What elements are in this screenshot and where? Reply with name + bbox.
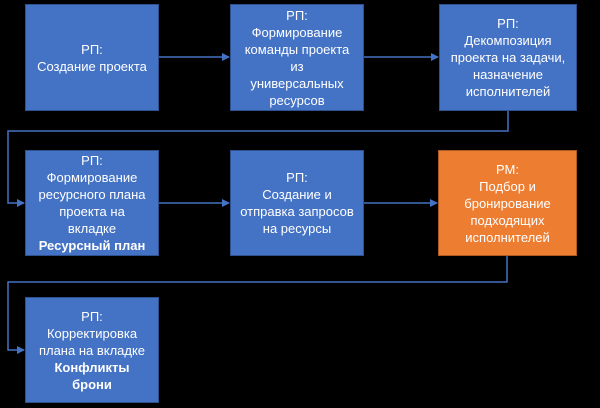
step-role: РП: — [81, 308, 103, 324]
step-text-line: проекта на задачи, — [450, 50, 566, 65]
step-text-line: отправка запросов — [240, 204, 354, 219]
step-create-project: РП: Создание проекта — [25, 4, 159, 111]
step-text-line: Создание проекта — [37, 58, 147, 74]
step-form-team: РП: Формирование команды проекта из унив… — [230, 4, 364, 111]
step-tab-name: Конфликты брони — [54, 359, 130, 392]
arrow-3-to-4 — [7, 111, 509, 207]
step-text-line: команды проекта из — [244, 41, 350, 74]
step-role: РП: — [81, 41, 103, 57]
step-send-requests: РП: Создание и отправка запросов на ресу… — [230, 150, 364, 256]
step-role: РП: — [286, 170, 308, 185]
arrow-6-to-7 — [7, 256, 508, 354]
step-text-line: на ресурсы — [262, 221, 332, 236]
step-role: РП: — [286, 7, 308, 23]
step-text-line: Декомпозиция — [464, 33, 552, 48]
step-text-line: ресурсного плана — [38, 187, 146, 202]
step-tab-name: Ресурсный план — [38, 238, 146, 253]
step-book-resources: РМ: Подбор и бронирование подходящих исп… — [438, 150, 577, 256]
step-adjust-plan: РП: Корректировка плана на вкладке Конфл… — [25, 297, 159, 403]
step-text-line: Создание и — [262, 187, 332, 202]
step-text-line: бронирование — [464, 195, 551, 211]
step-resource-plan: РП: Формирование ресурсного плана проект… — [25, 150, 159, 256]
step-text-line: подходящих — [470, 212, 545, 228]
step-text-line: Подбор и — [479, 178, 536, 194]
step-text-line: ресурсов — [269, 92, 325, 108]
step-text-line: проекта на вкладке — [59, 204, 125, 236]
step-text-line: исполнителей — [465, 84, 551, 99]
step-role: РП: — [497, 16, 519, 31]
step-text-line: назначение — [472, 67, 544, 82]
step-text-line: плана на вкладке — [38, 342, 146, 358]
step-text-line: Корректировка — [46, 325, 138, 341]
step-text-line: исполнителей — [465, 229, 550, 245]
step-role: РМ: — [496, 161, 519, 177]
step-text-line: Формирование — [251, 24, 343, 40]
step-decompose-project: РП: Декомпозиция проекта на задачи, назн… — [439, 4, 577, 111]
step-text-line: универсальных — [250, 75, 344, 91]
step-role: РП: — [81, 153, 103, 168]
step-text-line: Формирование — [46, 170, 138, 185]
